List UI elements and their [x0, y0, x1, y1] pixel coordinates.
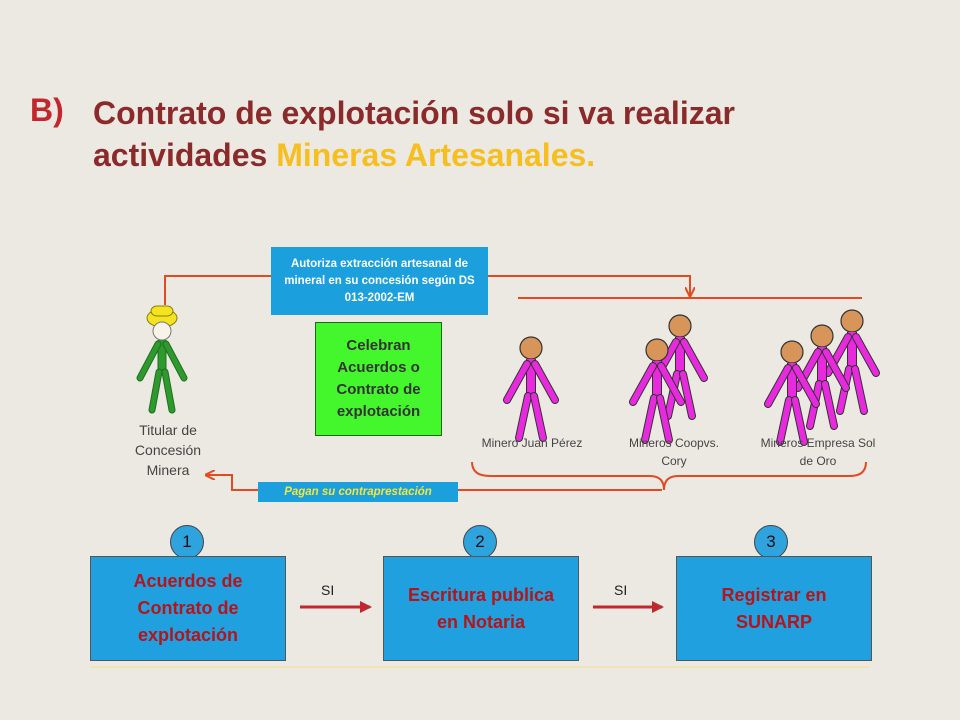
agreement-box: Celebran Acuerdos o Contrato de explotac…: [315, 322, 442, 436]
step-box-2-label: Escritura publica en Notaria: [407, 584, 555, 632]
authorize-box-text: Autoriza extracción artesanal de mineral…: [284, 257, 475, 304]
minero3-label-text: Mineros Empresa Sol de Oro: [760, 436, 876, 468]
step-number-2: 2: [463, 525, 497, 559]
step-box-3-label: Registrar en SUNARP: [721, 584, 827, 632]
minero1-label-text: Minero Juan Pérez: [481, 436, 583, 450]
title-text: Contrato de explotación solo si va reali…: [93, 92, 913, 176]
step-box-3: Registrar en SUNARP: [676, 556, 872, 661]
step-box-2: Escritura publica en Notaria: [383, 556, 579, 661]
title-letter: B): [30, 92, 64, 128]
title-text-main: Contrato de explotación solo si va reali…: [93, 95, 735, 173]
titular-figure: [136, 305, 188, 414]
minero-juan-figure: [507, 337, 555, 438]
agreement-box-text: Celebran Acuerdos o Contrato de explotac…: [336, 337, 421, 420]
connector-label-2: SI: [614, 582, 628, 598]
minero3-label: Mineros Empresa Sol de Oro: [758, 434, 878, 470]
titular-label: Titular de Concesión Minera: [120, 420, 216, 480]
step-number-1: 1: [170, 525, 204, 559]
connector-label-1: SI: [321, 582, 335, 598]
payment-box-text: Pagan su contraprestación: [284, 486, 432, 498]
step-box-1-label: Acuerdos de Contrato de explotación: [133, 571, 243, 645]
authorize-box: Autoriza extracción artesanal de mineral…: [271, 247, 488, 315]
step-number-3: 3: [754, 525, 788, 559]
title-highlight: Mineras Artesanales.: [276, 137, 596, 173]
minero1-label: Minero Juan Pérez: [470, 434, 594, 452]
minero2-label: Mineros Coopvs. Cory: [624, 434, 724, 470]
miners-brace: [471, 461, 867, 491]
step-box-1: Acuerdos de Contrato de explotación: [90, 556, 286, 661]
minero2-label-text: Mineros Coopvs. Cory: [628, 436, 720, 468]
titular-label-text: Titular de Concesión Minera: [134, 422, 202, 478]
payment-box: Pagan su contraprestación: [258, 482, 458, 502]
